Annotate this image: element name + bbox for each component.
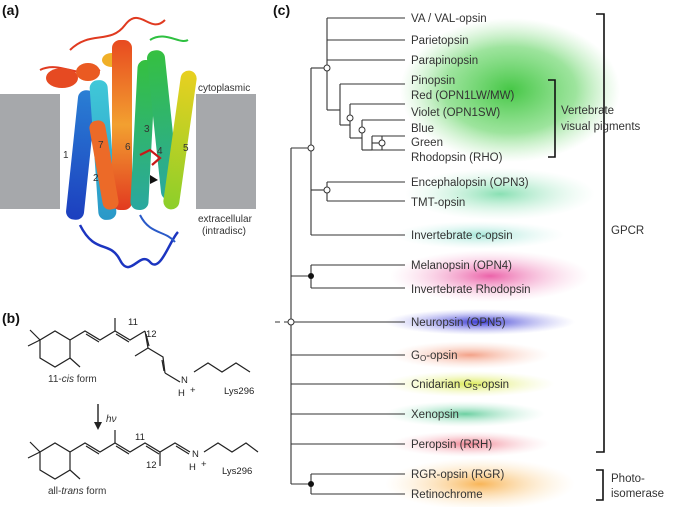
helix-number-3: 3 <box>144 124 150 135</box>
panel-c-letter: (c) <box>273 2 290 18</box>
taxon-green: Green <box>411 137 443 149</box>
bracket-photo-label-2: isomerase <box>611 488 664 500</box>
taxon-go-opsin: GO-opsin <box>411 350 458 363</box>
node-open <box>378 139 386 147</box>
bracket-photo-label-1: Photo- <box>611 473 645 485</box>
glow-encephalopsin <box>405 168 595 220</box>
taxon-rgr-opsin: RGR-opsin (RGR) <box>411 469 504 481</box>
panel-a: (a) cytoplasmic extracellular (intradisc… <box>0 2 256 269</box>
node-open <box>323 186 331 194</box>
node-open <box>346 114 354 122</box>
opsin-color-glows <box>385 18 620 507</box>
cis-h: H <box>178 388 185 399</box>
taxon-parapinopsin: Parapinopsin <box>411 55 478 67</box>
cis-form-label: 11-cis form <box>48 374 97 385</box>
glow-peropsin <box>390 431 550 457</box>
taxon-labels: VA / VAL-opsin Parietopsin Parapinopsin … <box>411 13 531 501</box>
glow-invertebrate-c-opsin <box>395 221 565 249</box>
panel-b-letter: (b) <box>2 310 20 326</box>
glow-photoisomerase <box>385 458 575 507</box>
taxon-melanopsin: Melanopsin (OPN4) <box>411 260 512 272</box>
taxon-xenopsin: Xenopsin <box>411 409 459 421</box>
light-label: hν <box>106 414 117 425</box>
trans-plus: + <box>201 459 207 470</box>
taxon-invertebrate-rhodopsin: Invertebrate Rhodopsin <box>411 284 531 296</box>
trans-h: H <box>189 462 196 473</box>
bracket-photoisomerase <box>596 469 604 501</box>
taxon-rhodopsin: Rhodopsin (RHO) <box>411 152 503 164</box>
cytoplasmic-label: cytoplasmic <box>198 83 250 94</box>
bracket-visual-label-2: visual pigments <box>561 121 641 133</box>
glow-melanopsin <box>390 250 590 302</box>
panel-b: (b) 11 12 N H + Lys296 11-cis form hν <box>2 310 259 497</box>
cis-carbon-11: 11 <box>128 317 138 328</box>
rhodopsin-structure <box>39 17 197 269</box>
taxon-peropsin: Peropsin (RRH) <box>411 439 492 451</box>
bracket-visual-label-1: Vertebrate <box>561 105 614 117</box>
tree-nodes <box>287 64 386 487</box>
phylogenetic-tree <box>275 17 405 495</box>
taxon-cnidarian-gs-opsin: Cnidarian GS-opsin <box>411 379 509 392</box>
glow-cnidarian-gs-opsin <box>385 371 555 397</box>
cis-retinal-structure <box>27 318 251 383</box>
taxon-violet: Violet (OPN1SW) <box>411 107 500 119</box>
node-open <box>307 144 315 152</box>
light-arrow <box>94 404 102 430</box>
cis-carbon-12: 12 <box>146 329 157 340</box>
taxon-parietopsin: Parietopsin <box>411 35 469 47</box>
node-filled <box>308 481 314 487</box>
node-filled <box>308 273 314 279</box>
group-brackets <box>548 13 605 501</box>
helix-number-5: 5 <box>183 143 189 154</box>
node-open <box>287 318 295 326</box>
helix-number-7: 7 <box>98 140 104 151</box>
extracellular-label: extracellular <box>198 214 253 225</box>
bracket-gpcr-label: GPCR <box>611 225 644 237</box>
node-open <box>323 64 331 72</box>
taxon-pinopsin: Pinopsin <box>411 75 455 87</box>
intradisc-label: (intradisc) <box>202 226 246 237</box>
glow-go-opsin <box>390 341 550 369</box>
taxon-red: Red (OPN1LW/MW) <box>411 90 514 102</box>
taxon-tmt-opsin: TMT-opsin <box>411 197 465 209</box>
helix-number-4: 4 <box>157 146 163 157</box>
glow-xenopsin <box>385 401 545 427</box>
cis-lys: Lys296 <box>224 386 254 397</box>
taxon-neuropsin: Neuropsin (OPN5) <box>411 317 506 329</box>
bracket-visual-pigments <box>548 79 556 158</box>
taxon-retinochrome: Retinochrome <box>411 489 483 501</box>
trans-carbon-12: 12 <box>146 460 157 471</box>
membrane-right <box>196 94 256 209</box>
trans-carbon-11: 11 <box>135 432 145 443</box>
helix-number-6: 6 <box>125 142 131 153</box>
bracket-gpcr <box>596 13 605 453</box>
node-open <box>358 126 366 134</box>
helix-number-1: 1 <box>63 150 69 161</box>
membrane-left <box>0 94 60 209</box>
panel-c: (c) <box>273 2 664 507</box>
trans-nh: N <box>192 449 199 460</box>
trans-retinal-structure <box>27 430 259 480</box>
trans-form-label: all-trans form <box>48 486 106 497</box>
helix-number-2: 2 <box>93 173 99 184</box>
panel-a-letter: (a) <box>2 2 19 18</box>
taxon-invertebrate-c-opsin: Invertebrate c-opsin <box>411 230 513 242</box>
glow-neuropsin <box>385 309 575 335</box>
trans-lys: Lys296 <box>222 466 252 477</box>
cis-nh: N <box>181 375 188 386</box>
cis-plus: + <box>190 385 196 396</box>
glow-vertebrate-green <box>400 18 620 162</box>
taxon-va-val-opsin: VA / VAL-opsin <box>411 13 487 25</box>
taxon-encephalopsin: Encephalopsin (OPN3) <box>411 177 529 189</box>
taxon-blue: Blue <box>411 123 434 135</box>
